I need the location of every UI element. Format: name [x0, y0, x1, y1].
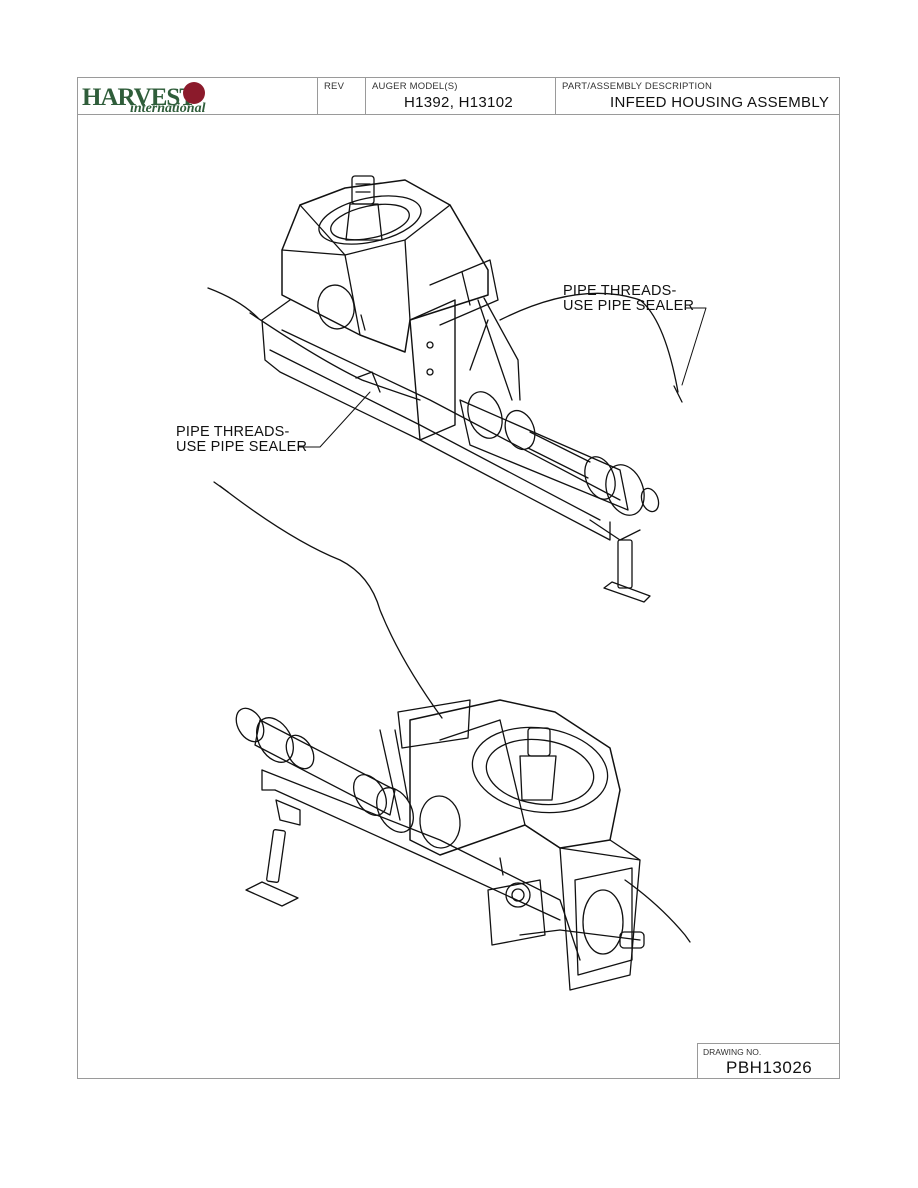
- auger-models-label: AUGER MODEL(S): [372, 81, 458, 92]
- drawing-number-label: DRAWING NO.: [703, 1047, 762, 1057]
- rev-label: REV: [324, 81, 345, 92]
- wheat-emblem-icon: [183, 82, 205, 104]
- callout-left-line1: PIPE THREADS-: [176, 424, 290, 440]
- title-block: HARVEST international REV AUGER MODEL(S)…: [78, 78, 839, 116]
- upper-assembly-view: [207, 175, 707, 719]
- description-label: PART/ASSEMBLY DESCRIPTION: [562, 81, 713, 92]
- callout-left-line2: USE PIPE SEALER: [176, 439, 308, 455]
- callout-left: PIPE THREADS- USE PIPE SEALER: [176, 425, 307, 455]
- callout-upper-right-line1: PIPE THREADS-: [563, 283, 677, 299]
- description-value: INFEED HOUSING ASSEMBLY: [610, 94, 830, 111]
- drawing-sheet: HARVEST international REV AUGER MODEL(S)…: [77, 77, 840, 1079]
- description-cell: PART/ASSEMBLY DESCRIPTION INFEED HOUSING…: [555, 78, 839, 114]
- logo-main-text: HARVEST: [82, 84, 196, 111]
- callout-upper-right: PIPE THREADS- USE PIPE SEALER: [563, 284, 694, 314]
- lower-assembly-view: [235, 699, 691, 991]
- logo-sub-text: international: [130, 101, 206, 116]
- harvest-logo: HARVEST international: [82, 80, 314, 116]
- callout-upper-right-line2: USE PIPE SEALER: [563, 298, 695, 314]
- auger-models-value: H1392, H13102: [404, 94, 513, 111]
- drawing-number-value: PBH13026: [726, 1058, 813, 1077]
- rev-cell: REV: [317, 78, 365, 114]
- drawing-number-box: DRAWING NO. PBH13026: [697, 1043, 839, 1079]
- auger-models-cell: AUGER MODEL(S) H1392, H13102: [365, 78, 555, 114]
